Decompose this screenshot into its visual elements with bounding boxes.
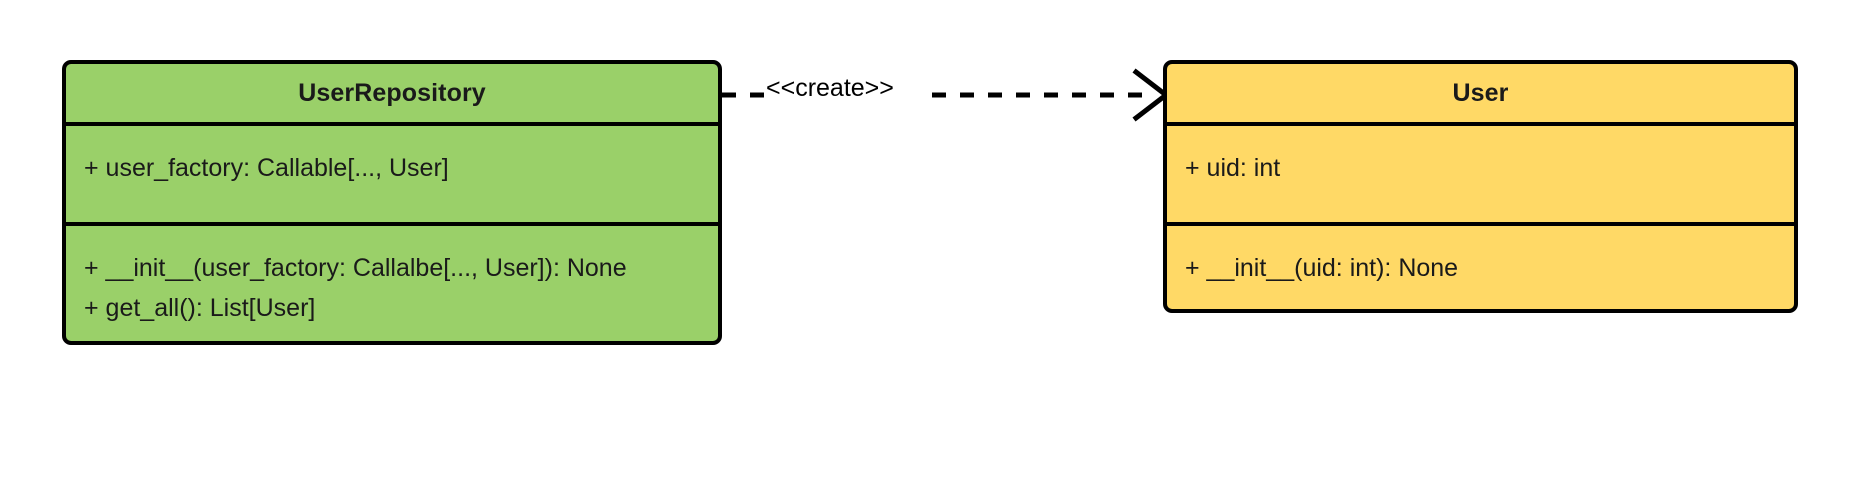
attribute-row: + uid: int bbox=[1185, 154, 1281, 182]
class-name-user: User bbox=[1452, 79, 1509, 107]
operation-row: + get_all(): List[User] bbox=[84, 294, 316, 322]
uml-class-user[interactable]: User + uid: int + __init__(uid: int): No… bbox=[1163, 60, 1798, 313]
operation-row: + __init__(uid: int): None bbox=[1185, 254, 1459, 282]
operation-row: + __init__(user_factory: Callalbe[..., U… bbox=[84, 254, 627, 282]
operations-compartment-user: + __init__(uid: int): None bbox=[1167, 222, 1794, 309]
class-name-user-repository: UserRepository bbox=[298, 79, 486, 107]
uml-class-user-repository[interactable]: UserRepository + user_factory: Callable[… bbox=[62, 60, 722, 345]
operations-compartment-user-repository: + __init__(user_factory: Callalbe[..., U… bbox=[66, 222, 718, 341]
attribute-row: + user_factory: Callable[..., User] bbox=[84, 154, 449, 182]
dependency-stereotype-label: <<create>> bbox=[766, 74, 894, 102]
attributes-compartment-user: + uid: int bbox=[1167, 122, 1794, 222]
attributes-compartment-user-repository: + user_factory: Callable[..., User] bbox=[66, 122, 718, 222]
